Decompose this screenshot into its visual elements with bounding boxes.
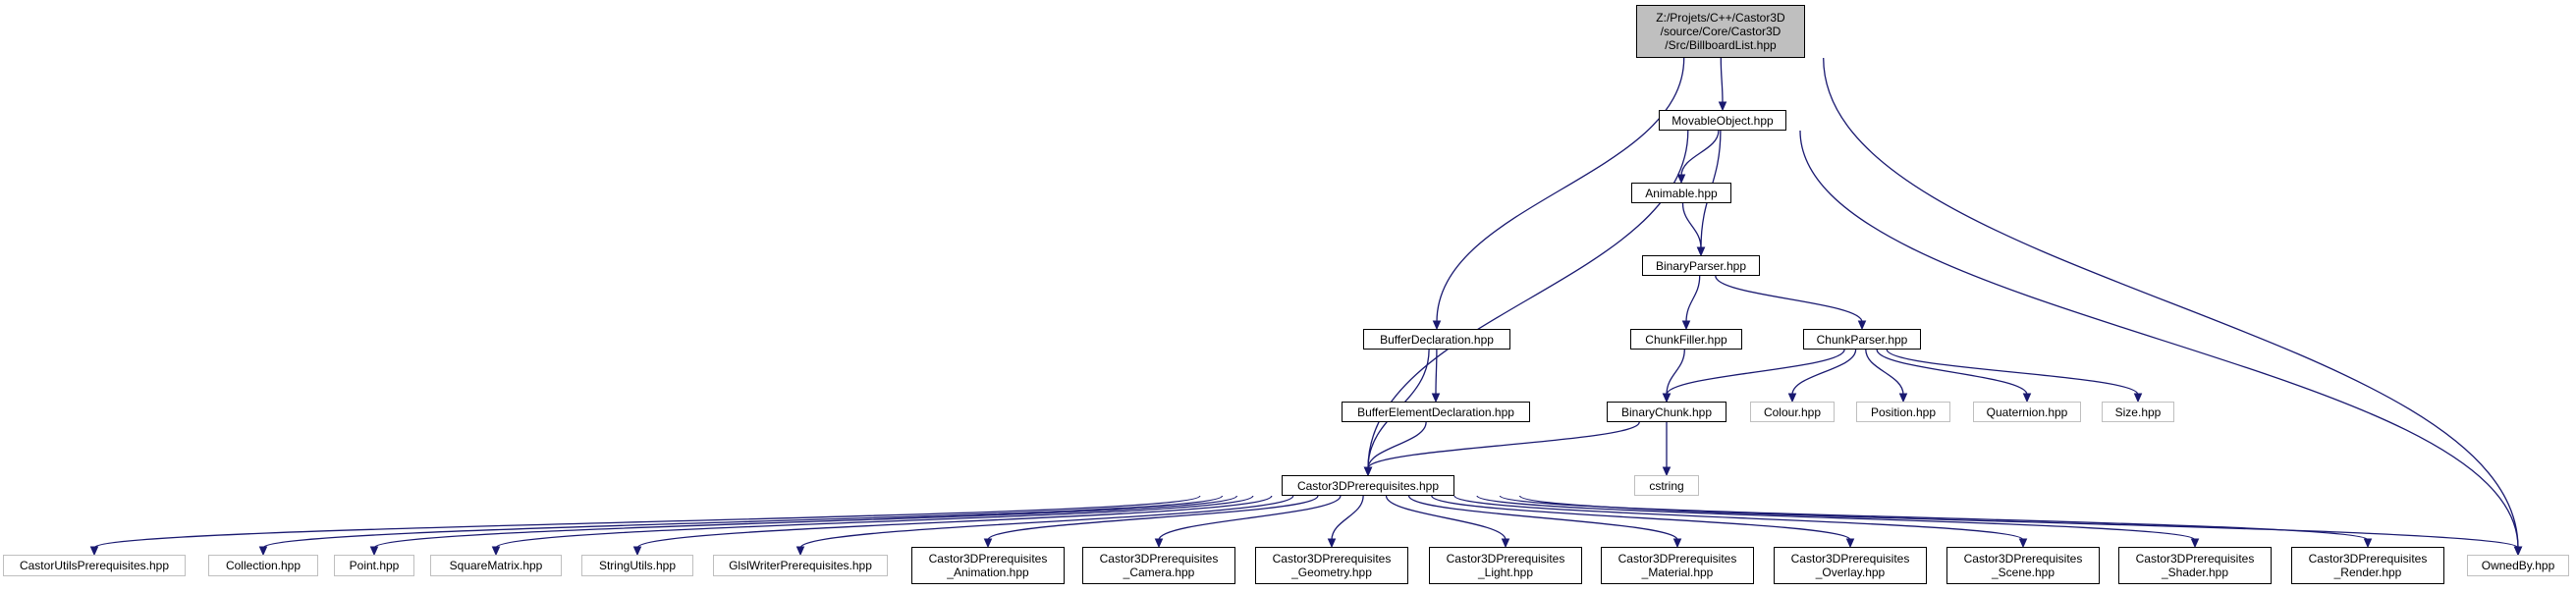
node-animable[interactable]: Animable.hpp	[1631, 183, 1731, 203]
node-castor3d-prerequisites[interactable]: Castor3DPrerequisites.hpp	[1282, 475, 1454, 496]
node-chunk-parser[interactable]: ChunkParser.hpp	[1803, 329, 1921, 350]
node-binary-parser[interactable]: BinaryParser.hpp	[1642, 255, 1760, 276]
arrowhead-string_utils	[632, 546, 642, 557]
node-point: Point.hpp	[334, 555, 414, 576]
edge-chunk_parser-to-quaternion	[1876, 349, 2028, 396]
arrowhead-chunk_parser	[1857, 320, 1867, 331]
edge-castor3d_prerequisites-to-prereq_geometry	[1331, 495, 1364, 541]
arrowhead-movable_object	[1718, 101, 1727, 112]
arrowhead-prereq_camera	[1154, 538, 1164, 549]
node-castor-utils-prerequisites: CastorUtilsPrerequisites.hpp	[3, 555, 186, 576]
edge-chunk_parser-to-size	[1886, 349, 2139, 396]
edge-castor3d_prerequisites-to-glsl_writer_prerequisites	[799, 495, 1294, 549]
edge-chunk_parser-to-binary_chunk	[1666, 349, 1845, 396]
node-castor3d-prerequisites-render[interactable]: Castor3DPrerequisites _Render.hpp	[2291, 547, 2444, 584]
node-string-utils: StringUtils.hpp	[581, 555, 693, 576]
node-castor3d-prerequisites-shader[interactable]: Castor3DPrerequisites _Shader.hpp	[2118, 547, 2272, 584]
arrowhead-square_matrix	[491, 546, 501, 557]
arrowhead-prereq_shader	[2190, 538, 2200, 549]
edge-castor3d_prerequisites-to-prereq_material	[1407, 495, 1678, 541]
node-binary-chunk[interactable]: BinaryChunk.hpp	[1607, 402, 1726, 422]
node-size: Size.hpp	[2102, 402, 2174, 422]
node-collection: Collection.hpp	[208, 555, 318, 576]
arrowhead-buffer_declaration	[1432, 320, 1442, 331]
arrowhead-chunk_filler	[1681, 320, 1691, 331]
arrowhead-castor_utils_prerequisites	[89, 546, 99, 557]
node-owned-by: OwnedBy.hpp	[2467, 555, 2569, 576]
edge-castor3d_prerequisites-to-string_utils	[636, 495, 1273, 549]
node-castor3d-prerequisites-animation[interactable]: Castor3DPrerequisites _Animation.hpp	[911, 547, 1065, 584]
arrowhead-binary_chunk	[1662, 393, 1672, 404]
arrowhead-point	[369, 546, 379, 557]
node-position: Position.hpp	[1856, 402, 1950, 422]
edge-binary_chunk-to-castor3d_prerequisites	[1367, 421, 1640, 469]
edge-root-to-movable_object	[1720, 57, 1724, 104]
arrowhead-size	[2133, 393, 2143, 404]
arrowhead-prereq_material	[1672, 538, 1682, 549]
edge-castor3d_prerequisites-to-prereq_camera	[1158, 495, 1342, 541]
edge-castor3d_prerequisites-to-collection	[262, 495, 1224, 549]
edge-movable_object-to-animable	[1680, 130, 1720, 177]
arrowhead-prereq_animation	[983, 538, 993, 549]
edge-castor3d_prerequisites-to-prereq_animation	[987, 495, 1319, 541]
edge-castor3d_prerequisites-to-castor_utils_prerequisites	[93, 495, 1201, 549]
edge-binary_parser-to-chunk_parser	[1715, 275, 1863, 323]
node-chunk-filler[interactable]: ChunkFiller.hpp	[1630, 329, 1742, 350]
node-cstring: cstring	[1634, 475, 1699, 496]
edge-animable-to-binary_parser	[1681, 202, 1702, 249]
node-quaternion: Quaternion.hpp	[1973, 402, 2081, 422]
node-buffer-element-declaration[interactable]: BufferElementDeclaration.hpp	[1342, 402, 1530, 422]
edge-castor3d_prerequisites-to-prereq_light	[1385, 495, 1507, 541]
node-buffer-declaration[interactable]: BufferDeclaration.hpp	[1363, 329, 1510, 350]
edge-castor3d_prerequisites-to-point	[373, 495, 1238, 549]
arrowhead-colour	[1787, 393, 1797, 404]
arrowhead-owned_by	[2513, 546, 2523, 557]
node-castor3d-prerequisites-camera[interactable]: Castor3DPrerequisites _Camera.hpp	[1082, 547, 1235, 584]
edge-chunk_parser-to-position	[1865, 349, 1904, 396]
arrowhead-prereq_overlay	[1845, 538, 1855, 549]
node-castor3d-prerequisites-light[interactable]: Castor3DPrerequisites _Light.hpp	[1429, 547, 1582, 584]
arrowhead-prereq_render	[2363, 538, 2373, 549]
edge-chunk_parser-to-colour	[1791, 349, 1857, 396]
edge-movable_object-to-owned_by	[1799, 130, 2519, 549]
arrowhead-animable	[1676, 174, 1686, 185]
edge-binary_parser-to-chunk_filler	[1685, 275, 1701, 323]
arrowhead-buffer_element_declaration	[1431, 393, 1441, 404]
edge-buffer_element_declaration-to-castor3d_prerequisites	[1367, 421, 1427, 469]
node-colour: Colour.hpp	[1750, 402, 1835, 422]
arrowhead-prereq_light	[1501, 538, 1510, 549]
node-castor3d-prerequisites-scene[interactable]: Castor3DPrerequisites _Scene.hpp	[1946, 547, 2100, 584]
node-glsl-writer-prerequisites: GlslWriterPrerequisites.hpp	[713, 555, 888, 576]
arrowhead-position	[1898, 393, 1908, 404]
edge-root-to-buffer_declaration	[1436, 57, 1685, 323]
edge-castor3d_prerequisites-to-prereq_overlay	[1431, 495, 1851, 541]
edge-chunk_filler-to-binary_chunk	[1666, 349, 1685, 396]
node-castor3d-prerequisites-geometry[interactable]: Castor3DPrerequisites _Geometry.hpp	[1255, 547, 1408, 584]
edge-castor3d_prerequisites-to-prereq_scene	[1453, 495, 2024, 541]
arrowhead-binary_parser	[1696, 246, 1706, 257]
arrowhead-castor3d_prerequisites	[1363, 466, 1373, 477]
edge-castor3d_prerequisites-to-owned_by	[1518, 495, 2519, 549]
edge-root-to-owned_by	[1823, 57, 2519, 549]
node-movable-object[interactable]: MovableObject.hpp	[1659, 110, 1786, 131]
edge-buffer_declaration-to-buffer_element_declaration	[1435, 349, 1438, 396]
arrowhead-quaternion	[2022, 393, 2032, 404]
arrowhead-prereq_scene	[2018, 538, 2028, 549]
arrowhead-prereq_geometry	[1327, 538, 1337, 549]
edge-castor3d_prerequisites-to-prereq_shader	[1476, 495, 2196, 541]
arrowhead-glsl_writer_prerequisites	[795, 546, 805, 557]
arrowhead-collection	[258, 546, 268, 557]
edge-castor3d_prerequisites-to-prereq_render	[1499, 495, 2369, 541]
node-square-matrix: SquareMatrix.hpp	[430, 555, 562, 576]
arrowhead-cstring	[1662, 466, 1672, 477]
node-castor3d-prerequisites-material[interactable]: Castor3DPrerequisites _Material.hpp	[1601, 547, 1754, 584]
edge-castor3d_prerequisites-to-square_matrix	[495, 495, 1254, 549]
node-billboard-list-root: Z:/Projets/C++/Castor3D /source/Core/Cas…	[1636, 5, 1805, 58]
node-castor3d-prerequisites-overlay[interactable]: Castor3DPrerequisites _Overlay.hpp	[1774, 547, 1927, 584]
